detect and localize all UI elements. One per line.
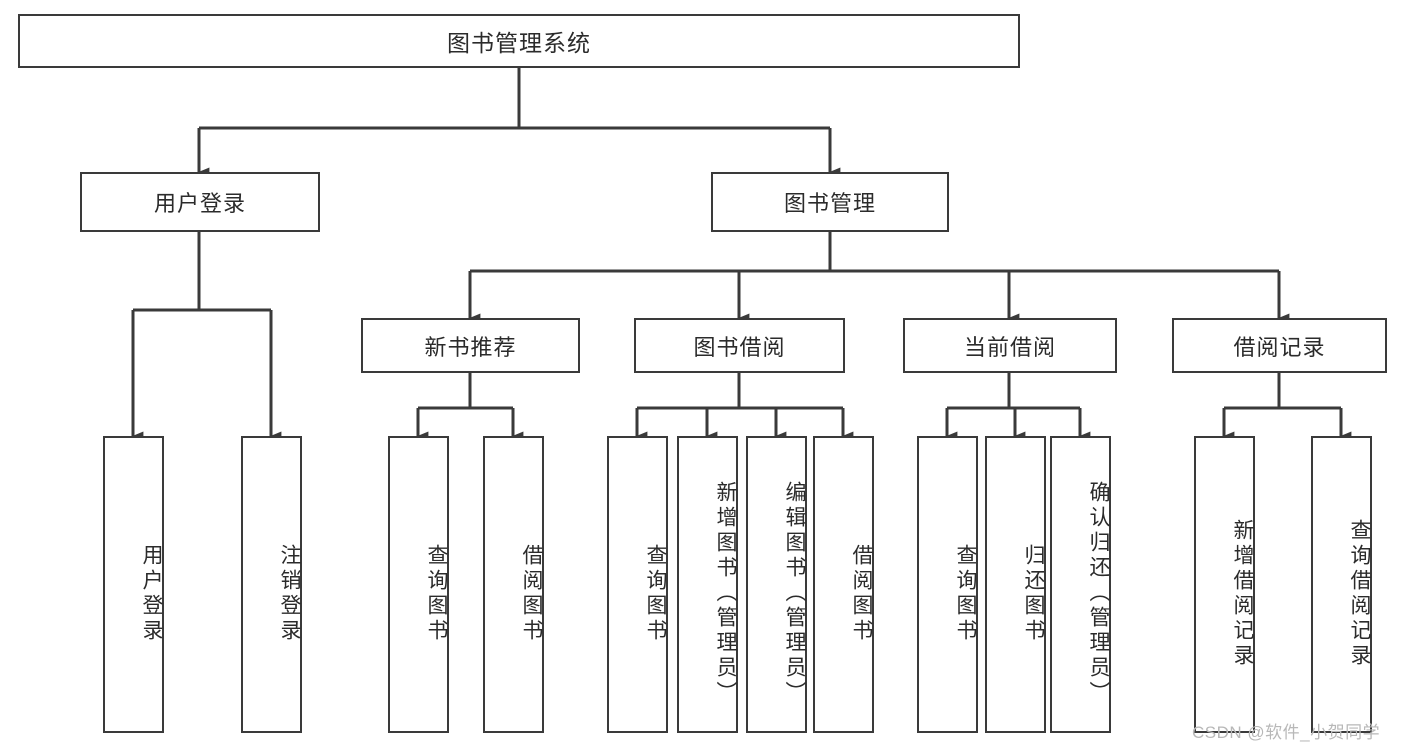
- node-label: 新增图书（管理员）: [714, 481, 737, 706]
- node-label: 用户登录: [140, 543, 163, 644]
- node-book-borrow[interactable]: 图书借阅: [634, 318, 845, 373]
- node-label: 确认归还（管理员）: [1087, 481, 1110, 706]
- leaf-add-book-admin[interactable]: 新增图书（管理员）: [677, 436, 738, 733]
- node-label: 查询图书: [425, 543, 448, 644]
- node-borrow-record[interactable]: 借阅记录: [1172, 318, 1387, 373]
- node-label: 图书管理系统: [447, 30, 591, 56]
- node-root-book-management-system[interactable]: 图书管理系统: [18, 14, 1020, 68]
- leaf-query-borrow-record[interactable]: 查询借阅记录: [1311, 436, 1372, 733]
- node-user-login[interactable]: 用户登录: [80, 172, 320, 232]
- node-label: 查询图书: [954, 543, 977, 644]
- node-book-management[interactable]: 图书管理: [711, 172, 949, 232]
- node-label: 借阅记录: [1233, 334, 1326, 360]
- node-label: 新增借阅记录: [1231, 518, 1254, 669]
- node-label: 归还图书: [1022, 543, 1045, 644]
- node-label: 注销登录: [278, 543, 301, 644]
- node-label: 借阅图书: [850, 543, 873, 644]
- leaf-return-book[interactable]: 归还图书: [985, 436, 1046, 733]
- node-label: 图书借阅: [693, 334, 786, 360]
- node-label: 编辑图书（管理员）: [783, 481, 806, 706]
- node-label: 查询图书: [644, 543, 667, 644]
- leaf-confirm-return-admin[interactable]: 确认归还（管理员）: [1050, 436, 1111, 733]
- leaf-borrow-book-recommend[interactable]: 借阅图书: [483, 436, 544, 733]
- node-current-borrow[interactable]: 当前借阅: [903, 318, 1117, 373]
- leaf-logout[interactable]: 注销登录: [241, 436, 302, 733]
- node-label: 当前借阅: [963, 334, 1056, 360]
- node-label: 用户登录: [153, 191, 246, 216]
- leaf-user-login[interactable]: 用户登录: [103, 436, 164, 733]
- leaf-query-book-current[interactable]: 查询图书: [917, 436, 978, 733]
- node-label: 图书管理: [783, 191, 876, 216]
- leaf-query-book-recommend[interactable]: 查询图书: [388, 436, 449, 733]
- leaf-query-book-borrow[interactable]: 查询图书: [607, 436, 668, 733]
- node-label: 查询借阅记录: [1348, 518, 1371, 669]
- leaf-edit-book-admin[interactable]: 编辑图书（管理员）: [746, 436, 807, 733]
- leaf-add-borrow-record[interactable]: 新增借阅记录: [1194, 436, 1255, 733]
- node-label: 借阅图书: [520, 543, 543, 644]
- node-label: 新书推荐: [424, 334, 517, 360]
- node-new-book-recommend[interactable]: 新书推荐: [361, 318, 580, 373]
- leaf-borrow-book[interactable]: 借阅图书: [813, 436, 874, 733]
